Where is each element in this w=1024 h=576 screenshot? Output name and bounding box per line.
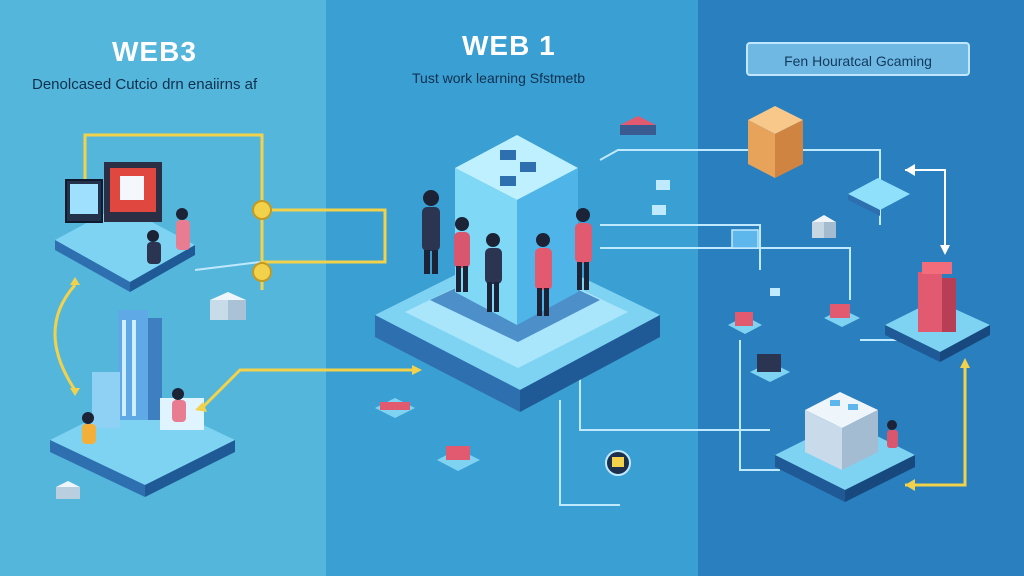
light-connector-5	[559, 400, 620, 506]
cube-icon	[812, 215, 836, 238]
coin-icon	[252, 200, 272, 220]
light-connector-7	[905, 169, 946, 245]
package-box-icon	[748, 106, 803, 178]
coin-nodes	[252, 200, 272, 282]
person-icon	[485, 233, 502, 312]
small-node-icons	[728, 288, 860, 382]
coin-icon	[252, 262, 272, 282]
small-device-icons	[375, 116, 759, 476]
light-connector-2	[600, 224, 761, 270]
person-icon	[176, 208, 188, 220]
light-connector-6	[739, 340, 780, 471]
web3-subtitle: Denolcased Cutcio drn enaiirns af	[32, 76, 258, 93]
connector-lines	[53, 133, 967, 506]
yellow-connector-bottom	[198, 368, 412, 412]
web3-title: WEB3	[112, 36, 197, 67]
person-icon	[454, 217, 470, 292]
gaming-label-box: Fen Houratcal Gcaming	[746, 42, 970, 76]
web1-title: WEB 1	[462, 30, 556, 61]
arrowheads	[70, 164, 970, 491]
workstation-platform	[55, 162, 195, 292]
person-icon	[82, 412, 94, 424]
yellow-connector-right	[905, 365, 967, 487]
light-connector-3	[600, 247, 851, 300]
person-icon	[172, 388, 184, 400]
datacenter-platform	[775, 392, 915, 502]
person-icon	[535, 233, 552, 316]
floating-screen-icon	[848, 178, 910, 216]
web1-subtitle: Tust work learning Sfstmetb	[412, 70, 585, 86]
light-connector-4	[579, 370, 770, 431]
person-icon	[575, 208, 592, 290]
yellow-connector-left-loop	[53, 284, 77, 391]
skyscraper-platform	[50, 310, 235, 497]
person-icon	[887, 420, 897, 430]
light-connector-1	[599, 149, 881, 225]
server-icon	[56, 292, 246, 499]
yellow-connector-mid	[262, 208, 387, 264]
light-connector-9	[194, 261, 261, 271]
people-group	[422, 190, 592, 316]
data-cube	[455, 135, 578, 325]
person-icon	[422, 190, 440, 274]
red-tower-platform	[885, 262, 990, 362]
person-icon	[147, 230, 159, 242]
